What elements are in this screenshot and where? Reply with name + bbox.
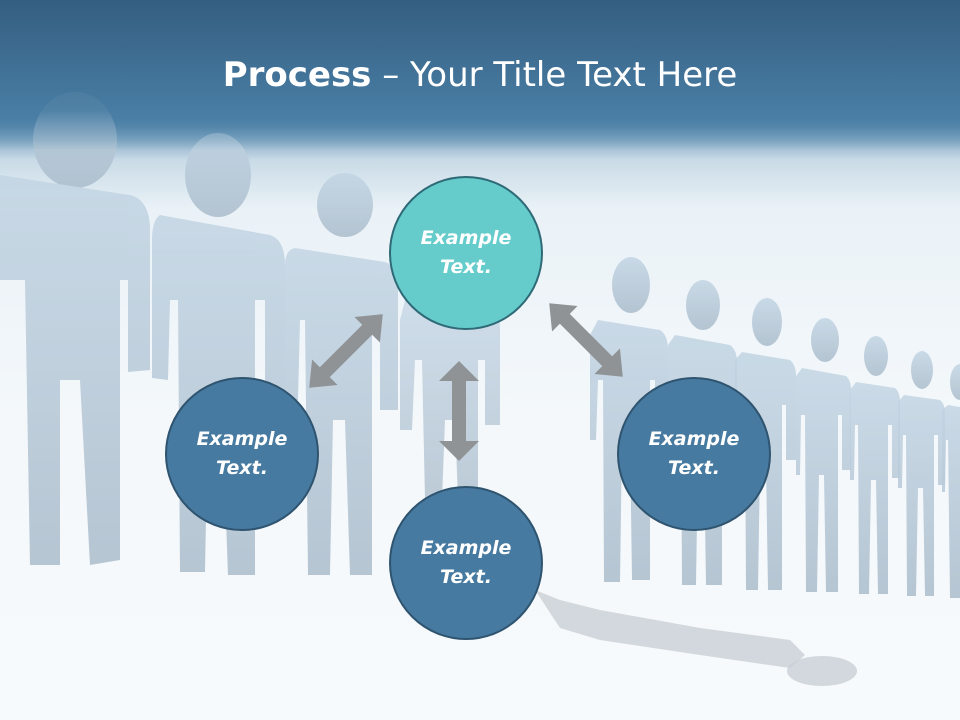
slide-title: Process – Your Title Text Here [0,50,960,100]
double-arrow-icon [439,361,479,461]
header-band [0,0,960,150]
person-silhouette-icon [942,364,960,598]
person-silhouette-icon [796,318,851,592]
shadow-head [787,656,857,686]
title-bold: Process [222,55,372,95]
person-silhouette-icon [898,351,945,596]
title-rest: – Your Title Text Here [371,55,738,95]
double-arrow-icon [549,303,623,377]
double-arrow-icon [309,314,383,388]
shadow-figure [535,590,805,668]
person-silhouette-icon [400,300,500,500]
person-silhouette-icon [850,336,900,594]
